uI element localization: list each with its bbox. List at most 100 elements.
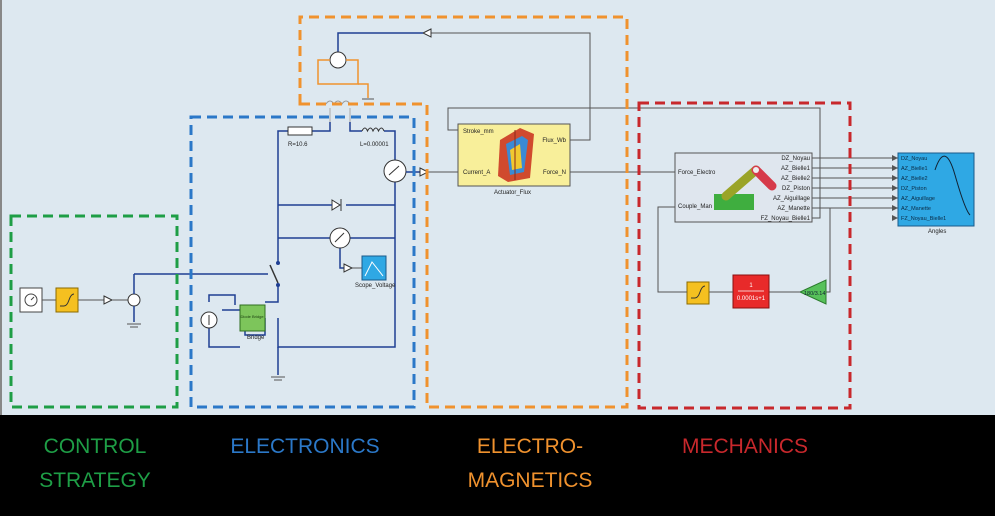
angles-scope-label: Angles bbox=[928, 229, 946, 235]
control-strategy-label: CONTROL STRATEGY bbox=[20, 430, 170, 498]
inductor-label: L=0.00001 bbox=[360, 142, 389, 148]
transfer-numerator: 1 bbox=[749, 283, 753, 289]
control-strategy-label-line1: CONTROL bbox=[43, 435, 147, 458]
switch-node-bottom bbox=[276, 283, 280, 287]
switch-icon[interactable] bbox=[269, 264, 279, 284]
inductor-block[interactable] bbox=[361, 127, 385, 133]
port-dz-noyau: DZ_Noyau bbox=[781, 156, 810, 162]
ammeter-block[interactable] bbox=[383, 159, 407, 183]
converter-triangle-icon bbox=[103, 295, 114, 305]
scope-converter-icon bbox=[343, 263, 354, 273]
channel-az-aiguillage: AZ_Aiguillage bbox=[901, 196, 935, 202]
gain-label: 180/3.14 bbox=[804, 291, 825, 297]
wire-manette-feedback bbox=[812, 207, 831, 293]
channel-fz-noyau-bielle1: FZ_Noyau_Bielle1 bbox=[901, 216, 946, 222]
ramp-block[interactable] bbox=[55, 287, 79, 313]
wire-l-ammeter bbox=[384, 130, 396, 160]
actuator-flux-label: Actuator_Flux bbox=[494, 190, 531, 196]
port-couple-man: Couple_Man bbox=[678, 204, 712, 210]
channel-dz-piston: DZ_Piston bbox=[901, 186, 927, 192]
diode-bridge-block[interactable] bbox=[239, 304, 266, 332]
wire-stroke-feedback bbox=[447, 107, 821, 219]
voltmeter-block[interactable] bbox=[329, 227, 351, 249]
port-force-n: Force_N bbox=[543, 170, 566, 176]
mechanics-frame bbox=[637, 101, 852, 410]
control-strategy-frame bbox=[9, 214, 179, 409]
scope-voltage-block[interactable] bbox=[361, 255, 387, 281]
control-strategy-label-line2: STRATEGY bbox=[39, 469, 151, 492]
electromagnetics-label-line2: MAGNETICS bbox=[467, 469, 593, 492]
wire-left-rail bbox=[277, 130, 288, 263]
electronics-label-line1: ELECTRONICS bbox=[230, 435, 380, 458]
port-current-a: Current_A bbox=[463, 170, 490, 176]
scope-voltage-label: Scope_Voltage bbox=[355, 283, 396, 289]
diode-bridge-inner-label: Diode Bridge bbox=[240, 314, 264, 319]
current-converter-icon bbox=[419, 167, 430, 177]
wire-ac-bottom bbox=[208, 328, 240, 348]
mechanism-outputs: DZ_Noyau AZ_Bielle1 AZ_Bielle2 DZ_Piston… bbox=[761, 156, 811, 222]
mechanism-block[interactable] bbox=[674, 152, 813, 223]
wire-l-top bbox=[349, 122, 362, 132]
voltmeter-needle-icon bbox=[334, 232, 345, 243]
mechanics-ramp-block[interactable] bbox=[686, 281, 710, 305]
mechanics-ramp-icon bbox=[691, 285, 706, 299]
wire-flux-ground bbox=[358, 83, 369, 98]
scope-channels: DZ_Noyau AZ_Bielle1 AZ_Bielle2 DZ_Piston… bbox=[901, 156, 946, 222]
coupling-leads bbox=[329, 108, 351, 122]
scope-bus-arrows bbox=[892, 155, 898, 221]
wire-r-top bbox=[312, 122, 331, 132]
electronics-group: R=10.6 L=0.00001 Scope_Voltage Diode Bri… bbox=[134, 122, 407, 381]
port-az-bielle2: AZ_Bielle2 bbox=[781, 176, 811, 182]
clock-hand bbox=[30, 296, 35, 301]
transfer-function-block[interactable] bbox=[732, 274, 770, 309]
wire-right-rail bbox=[277, 182, 396, 348]
electronics-label: ELECTRONICS bbox=[205, 430, 405, 464]
wire-flux-loop bbox=[317, 59, 359, 85]
canvas-left-edge bbox=[0, 0, 2, 415]
flux-source-block[interactable] bbox=[329, 51, 347, 69]
wire-couple-input bbox=[657, 206, 687, 293]
switch-node-top bbox=[276, 261, 280, 265]
electromagnetics-label: ELECTRO- MAGNETICS bbox=[425, 430, 635, 498]
resistor-block[interactable] bbox=[287, 126, 313, 136]
channel-az-bielle2: AZ_Bielle2 bbox=[901, 176, 928, 182]
port-force-electro: Force_Electro bbox=[678, 170, 716, 176]
ramp-curve-icon bbox=[60, 293, 75, 307]
control-strategy-group bbox=[19, 274, 141, 328]
angles-waveform-icon bbox=[934, 155, 971, 216]
electromagnetics-group: Stroke_mm Current_A Flux_Wb Force_N Actu… bbox=[317, 28, 821, 219]
wire-flux-feedback bbox=[431, 32, 591, 141]
port-stroke-mm: Stroke_mm bbox=[463, 129, 494, 135]
diode-bridge-label: Bridge bbox=[247, 335, 265, 341]
channel-dz-noyau: DZ_Noyau bbox=[901, 156, 927, 162]
coupling-coil-icon bbox=[325, 100, 351, 105]
port-flux-wb: Flux_Wb bbox=[542, 138, 566, 144]
angles-scope-block[interactable] bbox=[897, 152, 975, 227]
flux-converter-icon bbox=[421, 28, 432, 38]
electromagnetics-frame bbox=[298, 15, 629, 409]
linkage-3d-icon bbox=[714, 165, 777, 210]
electromagnetics-label-line1: ELECTRO- bbox=[476, 435, 584, 458]
resistor-label: R=10.6 bbox=[288, 142, 308, 148]
mechanics-label: MECHANICS bbox=[645, 430, 845, 464]
electronics-frame bbox=[189, 115, 416, 409]
wire-ac-top bbox=[208, 294, 236, 305]
transfer-denominator: 0.0001s+1 bbox=[737, 296, 766, 302]
port-fz-noyau-bielle1: FZ_Noyau_Bielle1 bbox=[761, 216, 811, 222]
mechanics-label-line1: MECHANICS bbox=[681, 435, 808, 458]
wire-flux-source bbox=[337, 32, 423, 52]
mechanics-group: Force_Electro Couple_Man DZ_Noyau AZ_Bie… bbox=[657, 152, 975, 309]
controlled-source-block[interactable] bbox=[127, 293, 141, 307]
wire-switch-bridge bbox=[265, 285, 279, 303]
wire-voltmeter-scope bbox=[339, 248, 344, 269]
port-dz-piston: DZ_Piston bbox=[782, 186, 810, 192]
actuator-3d-icon bbox=[498, 128, 534, 182]
gain-block[interactable] bbox=[798, 279, 827, 305]
port-az-aiguillage: AZ_Aiguillage bbox=[773, 196, 811, 202]
ammeter-needle-icon bbox=[388, 165, 400, 176]
port-az-manette: AZ_Manette bbox=[777, 206, 810, 212]
port-az-bielle1: AZ_Bielle1 bbox=[781, 166, 811, 172]
channel-az-manette: AZ_Manette bbox=[901, 206, 931, 212]
clock-icon bbox=[24, 293, 38, 307]
